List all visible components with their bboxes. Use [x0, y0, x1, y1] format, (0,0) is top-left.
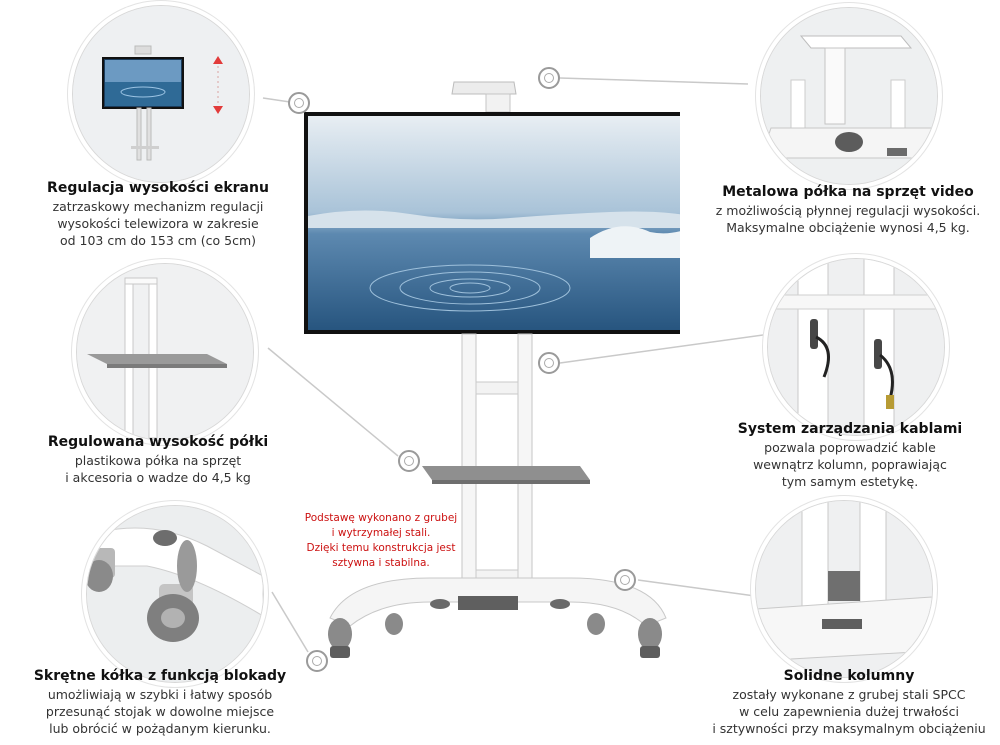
connector-video-shelf [538, 67, 560, 89]
connector-height [288, 92, 310, 114]
connector-cables [538, 352, 560, 374]
feature-video-shelf-line-1: z możliwością płynnej regulacji wysokośc… [715, 203, 981, 218]
feature-cables: System zarządzania kablami pozwala popro… [712, 421, 988, 490]
feature-cables-title: System zarządzania kablami [737, 421, 963, 437]
tv-stand-illustration [304, 81, 680, 658]
leader-columns [637, 579, 756, 597]
height-adjust-photo [72, 5, 250, 183]
feature-height-line-3: od 103 cm do 153 cm (co 5cm) [59, 233, 257, 248]
leader-cables [559, 333, 771, 364]
leader-wheels [271, 591, 309, 653]
base-note-line-3: Dzięki temu konstrukcja jest [306, 542, 456, 554]
base-note-line-4: sztywna i stabilna. [332, 557, 430, 569]
feature-video-shelf-line-2: Maksymalne obciążenie wynosi 4,5 kg. [726, 220, 970, 235]
leader-video-shelf [559, 77, 749, 85]
base-note-line-2: i wytrzymałej stali. [331, 527, 431, 539]
leader-height [262, 97, 291, 103]
feature-height-line-2: wysokości telewizora w zakresie [57, 216, 259, 231]
feature-cables-line-3: tym samym estetykę. [781, 474, 919, 489]
leader-shelf [267, 347, 399, 457]
base-note: Podstawę wykonano z grubej i wytrzymałej… [296, 511, 466, 571]
feature-columns-line-3: i sztywności przy maksymalnym obciążeniu [712, 721, 986, 736]
feature-columns-title: Solidne kolumny [783, 668, 915, 684]
connector-shelf [398, 450, 420, 472]
feature-wheels-line-3: lub obrócić w pożądanym kierunku. [49, 721, 271, 736]
columns-photo [755, 500, 933, 678]
feature-wheels-title: Skrętne kółka z funkcją blokady [33, 668, 287, 684]
feature-wheels-line-2: przesunąć stojak w dowolne miejsce [45, 704, 275, 719]
feature-wheels-line-1: umożliwiają w szybki i łatwy sposób [47, 687, 273, 702]
feature-height-title: Regulacja wysokości ekranu [47, 180, 269, 196]
cable-management-photo [767, 258, 945, 436]
feature-cables-line-1: pozwala poprowadzić kable [764, 440, 936, 455]
shelf-height-photo [76, 263, 254, 441]
feature-video-shelf: Metalowa półka na sprzęt video z możliwo… [700, 184, 996, 236]
feature-columns-line-2: w celu zapewnienia dużej trwałości [739, 704, 959, 719]
video-shelf-photo [760, 7, 938, 185]
wheels-photo [86, 505, 264, 683]
feature-video-shelf-title: Metalowa półka na sprzęt video [722, 184, 974, 200]
feature-height: Regulacja wysokości ekranu zatrzaskowy m… [30, 180, 286, 249]
connector-wheels [306, 650, 328, 672]
base-note-line-1: Podstawę wykonano z grubej [304, 512, 458, 524]
connector-columns [614, 569, 636, 591]
feature-wheels: Skrętne kółka z funkcją blokady umożliwi… [22, 668, 298, 737]
feature-cables-line-2: wewnątrz kolumn, poprawiając [753, 457, 947, 472]
feature-columns: Solidne kolumny zostały wykonane z grube… [700, 668, 998, 737]
feature-shelf-height: Regulowana wysokość półki plastikowa pół… [30, 434, 286, 486]
feature-columns-line-1: zostały wykonane z grubej stali SPCC [732, 687, 966, 702]
feature-shelf-height-line-1: plastikowa półka na sprzęt [74, 453, 242, 468]
feature-shelf-height-line-2: i akcesoria o wadze do 4,5 kg [65, 470, 251, 485]
feature-height-line-1: zatrzaskowy mechanizm regulacji [52, 199, 264, 214]
feature-shelf-height-title: Regulowana wysokość półki [47, 434, 269, 450]
